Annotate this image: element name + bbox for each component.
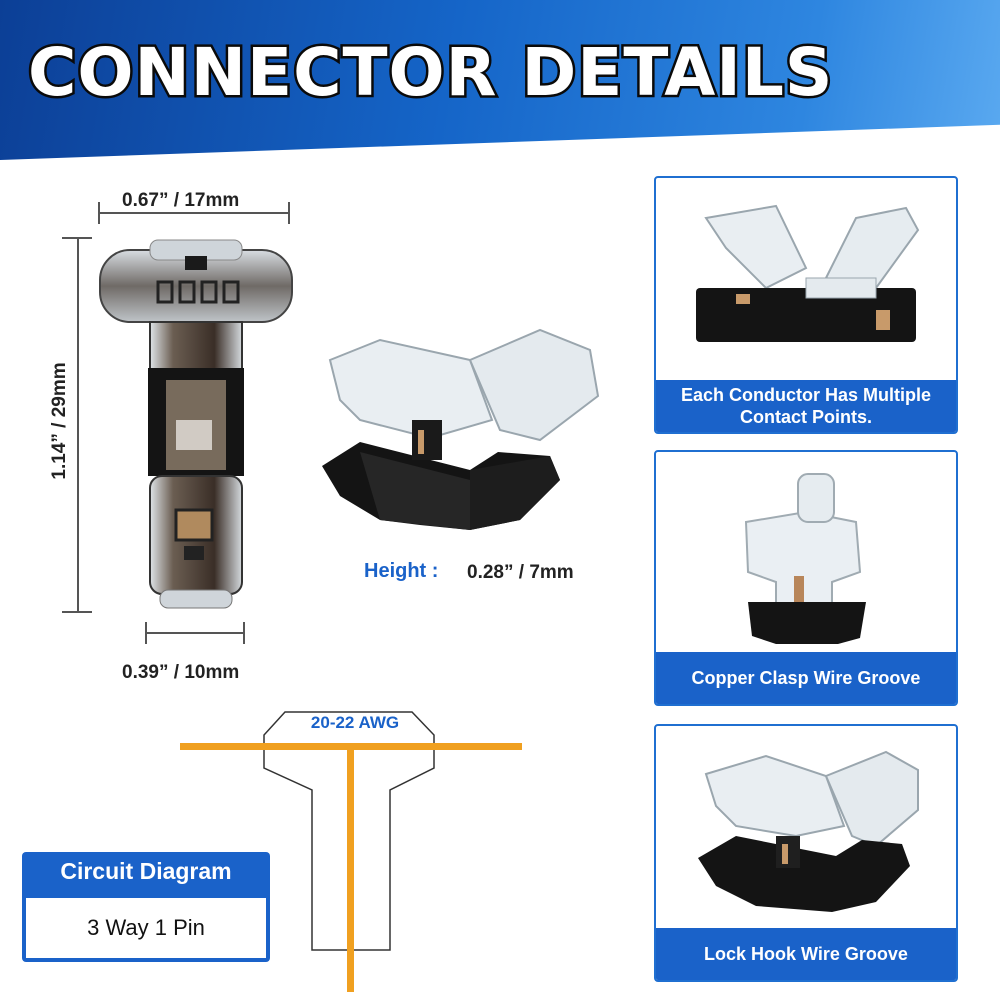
width-dimension-label: 0.67” / 17mm <box>122 190 240 211</box>
wire-gauge-label: 20-22 AWG <box>310 713 400 732</box>
feature-card-copper-clasp: Copper Clasp Wire Groove <box>654 450 958 706</box>
feature-card-multiple-contacts: Each Conductor Has Multiple Contact Poin… <box>654 176 958 434</box>
height-value: 0.28” / 7mm <box>467 562 574 583</box>
height-label: Height : <box>364 560 439 582</box>
page-title: CONNECTOR DETAILS <box>26 32 835 114</box>
feature-caption-lock-hook: Lock Hook Wire Groove <box>656 928 956 980</box>
length-dimension-tick-top <box>62 237 92 239</box>
circuit-diagram-subtitle: 3 Way 1 Pin <box>26 898 266 958</box>
length-dimension-label: 1.14” / 29mm <box>49 362 70 480</box>
length-dimension-line <box>77 238 79 612</box>
feature-caption-copper-clasp: Copper Clasp Wire Groove <box>656 652 956 704</box>
open-connector-image <box>696 204 920 342</box>
bottom-width-tick-left <box>145 622 147 644</box>
bottom-width-dimension-label: 0.39” / 10mm <box>122 662 240 683</box>
circuit-diagram-box: Circuit Diagram 3 Way 1 Pin <box>22 852 270 962</box>
bottom-width-dimension-line <box>145 632 245 634</box>
lock-hook-connector-image <box>698 750 919 912</box>
bottom-width-tick-right <box>243 622 245 644</box>
circuit-diagram-title: Circuit Diagram <box>60 858 232 884</box>
width-dimension-tick-right <box>288 202 290 224</box>
clasp-connector-image <box>744 473 866 644</box>
length-dimension-tick-bottom <box>62 611 92 613</box>
feature-card-lock-hook: Lock Hook Wire Groove <box>654 724 958 982</box>
width-dimension-tick-left <box>98 202 100 224</box>
feature-caption-multiple-contacts: Each Conductor Has Multiple Contact Poin… <box>656 380 956 432</box>
width-dimension-line <box>98 212 290 214</box>
